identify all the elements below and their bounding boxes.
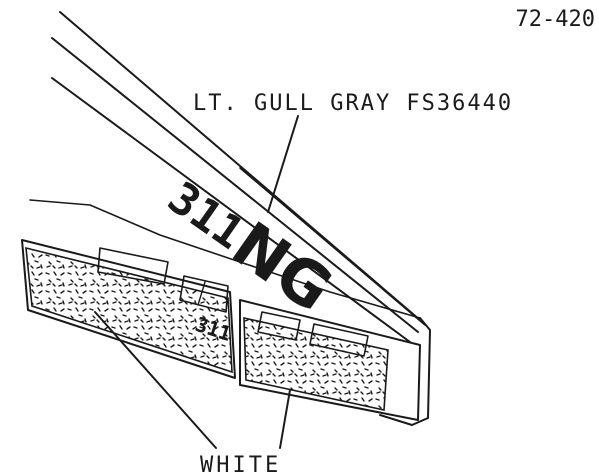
white-leader-line-right [279,389,291,449]
white-leader-line-left [94,311,217,449]
white-flap-outboard [243,316,389,411]
wing-outline [21,199,431,426]
reference-number: 72-420 [516,7,595,32]
top-color-callout: LT. GULL GRAY FS36440 [193,91,513,116]
top-color-leader-line [267,115,299,213]
white-flap-inboard [25,246,233,374]
bottom-color-callout: WHITE [200,453,281,475]
wing-panels [97,247,369,357]
wing-leading-edge [51,11,426,343]
